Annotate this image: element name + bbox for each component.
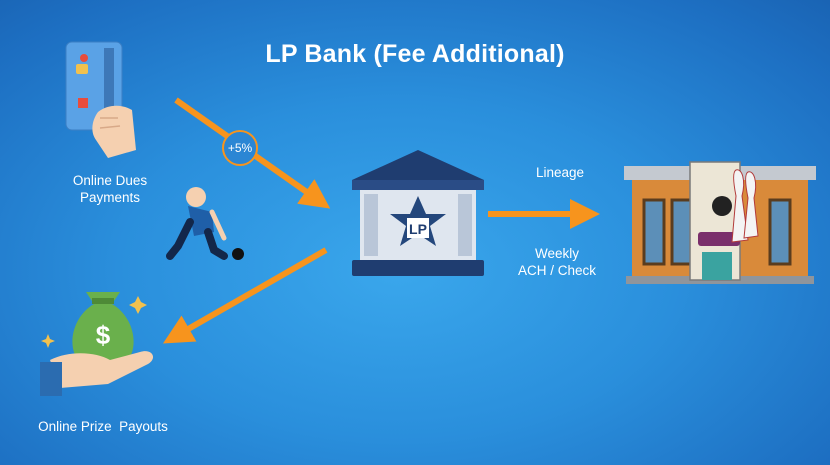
weekly-label: Weekly ACH / Check (517, 246, 597, 278)
money-bag-hand-icon: $ (40, 292, 154, 396)
lineage-label: Lineage (535, 165, 585, 180)
diagram-title: LP Bank (Fee Additional) (265, 40, 565, 68)
payouts-label: Online Prize Payouts (38, 419, 168, 434)
bank-icon: LP (352, 150, 484, 276)
svg-text:$: $ (96, 320, 111, 350)
fee-badge: +5% (222, 130, 258, 166)
bowling-alley-icon (624, 161, 816, 284)
bank-logo-text: LP (409, 221, 427, 237)
bowler-icon (166, 187, 244, 260)
arrow-bank-to-payouts (162, 247, 328, 344)
credit-card-hand-icon (65, 41, 136, 158)
dues-label: Online Dues Payments (72, 173, 148, 205)
fee-badge-label: +5% (227, 141, 253, 155)
